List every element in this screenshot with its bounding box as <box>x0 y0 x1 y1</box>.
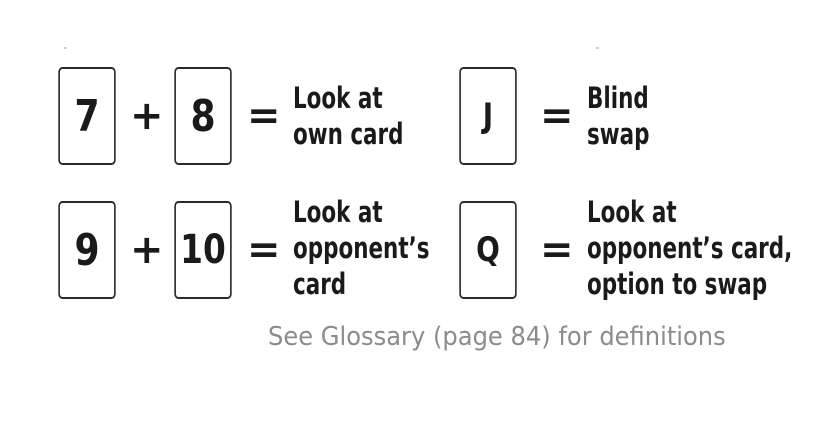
card-queen: Q <box>459 201 517 299</box>
stray-mark-right <box>596 47 599 49</box>
rule-description: Look at own card <box>293 80 403 152</box>
description-line: Look at <box>587 195 677 229</box>
description-line: opponent’s card, <box>587 231 793 265</box>
description-line: opponent’s <box>293 231 430 265</box>
rule-description: Blind swap <box>587 80 649 152</box>
description-line: card <box>293 267 347 301</box>
plus-sign: + <box>130 227 164 273</box>
description-line: Look at <box>293 195 383 229</box>
equals-sign: = <box>247 227 281 273</box>
card-seven: 7 <box>58 67 116 165</box>
card-nine: 9 <box>58 201 116 299</box>
glossary-note: See Glossary (page 84) for definitions <box>268 322 726 352</box>
description-line: swap <box>587 117 650 151</box>
card-ten: 10 <box>174 201 232 299</box>
description-line: Look at <box>293 81 383 115</box>
equals-sign: = <box>540 93 574 139</box>
equals-sign: = <box>540 227 574 273</box>
stray-mark-left <box>64 47 67 49</box>
rule-description: Look at opponent’s card <box>293 194 430 302</box>
equals-sign: = <box>247 93 281 139</box>
description-line: Blind <box>587 81 649 115</box>
description-line: own card <box>293 117 404 151</box>
description-line: option to swap <box>587 267 768 301</box>
card-jack: J <box>459 67 517 165</box>
rule-description: Look at opponent’s card, option to swap <box>587 194 792 302</box>
plus-sign: + <box>130 93 164 139</box>
card-eight: 8 <box>174 67 232 165</box>
